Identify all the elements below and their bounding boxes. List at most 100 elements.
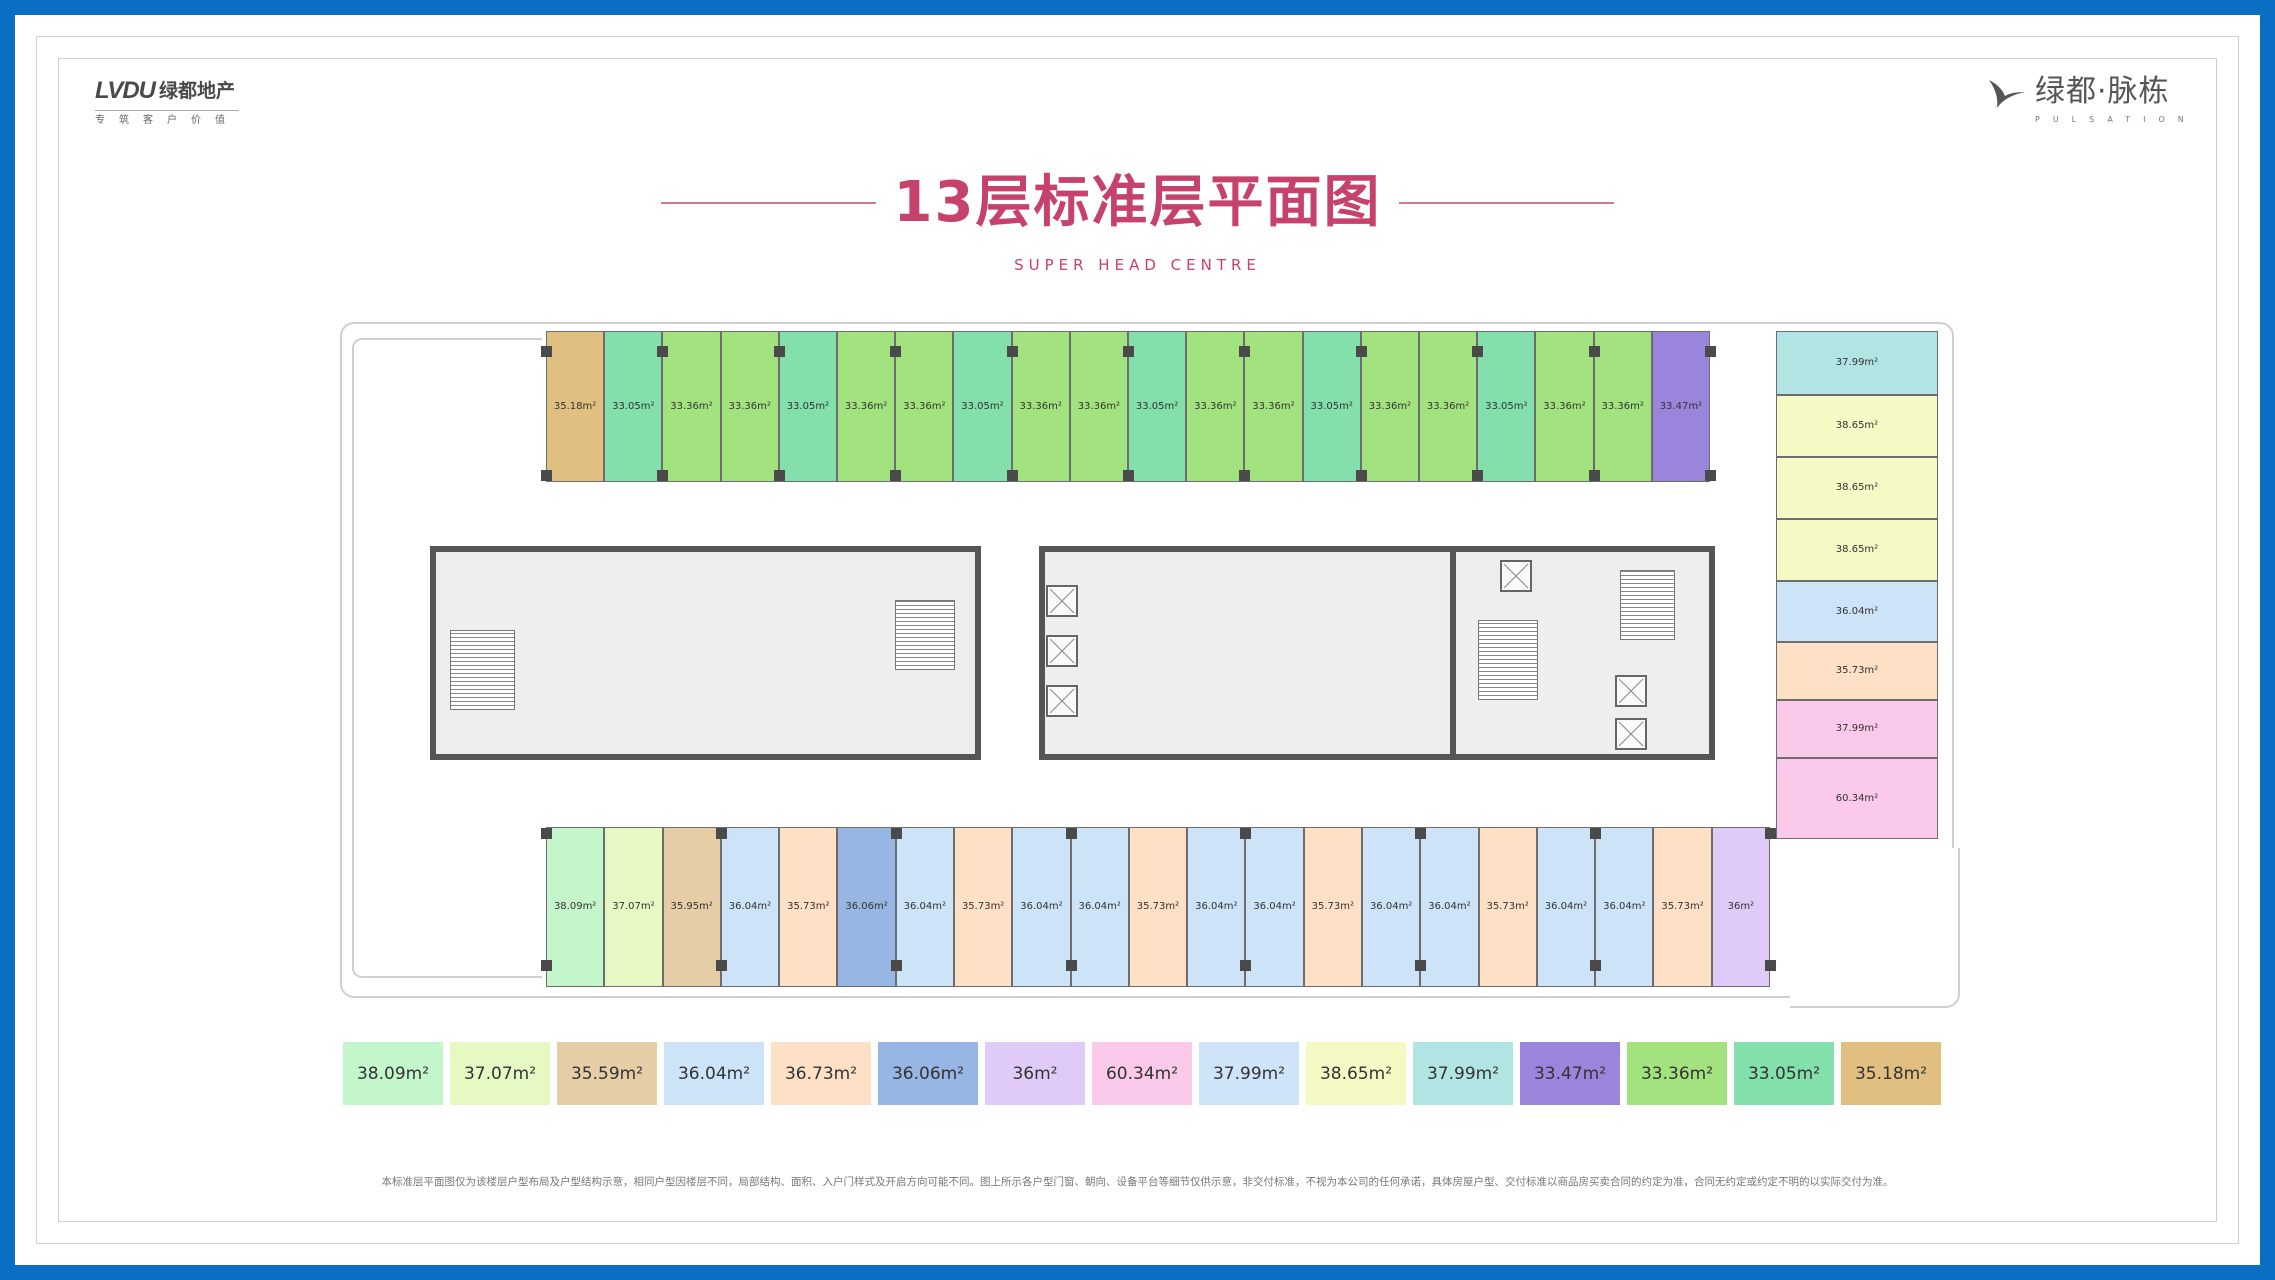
unit-area-label: 33.05m² — [786, 400, 830, 412]
unit-top-5: 33.05m² — [778, 331, 837, 482]
unit-area-label: 36.04m² — [1603, 901, 1646, 912]
unit-area-label: 38.65m² — [1835, 544, 1879, 555]
unit-top-15: 33.36m² — [1360, 331, 1419, 482]
unit-area-label: 36m² — [1727, 901, 1755, 912]
unit-top-19: 33.36m² — [1593, 331, 1652, 482]
legend-swatch: 37.99m² — [1199, 1042, 1299, 1105]
unit-bottom-6: 36.06m² — [837, 827, 896, 987]
structural-column — [1472, 470, 1484, 481]
structural-column — [1765, 960, 1776, 971]
legend-swatch: 36.73m² — [771, 1042, 871, 1105]
title-rule-right — [1399, 202, 1615, 204]
legend-swatch: 35.59m² — [557, 1042, 657, 1105]
unit-top-14: 33.05m² — [1302, 331, 1361, 482]
unit-area-label: 35.73m² — [1661, 901, 1704, 912]
page-subtitle: SUPER HEAD CENTRE — [1014, 256, 1261, 274]
structural-column — [657, 470, 669, 481]
unit-top-9: 33.36m² — [1011, 331, 1070, 482]
unit-area-label: 37.07m² — [612, 901, 655, 912]
structural-column — [657, 346, 669, 357]
structural-column — [715, 960, 727, 971]
outline-notch — [1790, 848, 1960, 1008]
unit-bottom-10: 36.04m² — [1070, 827, 1129, 987]
structural-column — [1239, 346, 1251, 357]
unit-area-label: 33.36m² — [1019, 400, 1062, 412]
elevator-2 — [1046, 635, 1078, 667]
structural-column — [1590, 828, 1602, 839]
unit-area-label: 36.04m² — [728, 901, 772, 912]
project-name: 绿都·脉栋 — [2035, 74, 2170, 109]
structural-column — [1006, 470, 1018, 481]
core-block-east — [1039, 546, 1715, 760]
unit-top-20: 33.47m² — [1651, 331, 1710, 482]
structural-column — [715, 828, 727, 839]
structural-column — [1590, 960, 1602, 971]
unit-top-16: 33.36m² — [1419, 331, 1478, 482]
elevator-3 — [1046, 685, 1078, 717]
unit-bottom-1: 38.09m² — [546, 827, 605, 987]
legend-swatch: 38.65m² — [1306, 1042, 1406, 1105]
outer-frame — [36, 36, 2239, 1244]
legend-swatch: 35.18m² — [1841, 1042, 1941, 1105]
structural-column — [890, 960, 902, 971]
legend-swatch: 60.34m² — [1092, 1042, 1192, 1105]
unit-area-label: 33.36m² — [728, 400, 771, 412]
structural-column — [1765, 828, 1776, 839]
structural-column — [1588, 470, 1600, 481]
structural-column — [541, 960, 552, 971]
legend-swatch: 33.47m² — [1520, 1042, 1620, 1105]
unit-area-label: 36.04m² — [1253, 901, 1296, 912]
legend-swatch: 33.05m² — [1734, 1042, 1834, 1105]
unit-top-18: 33.36m² — [1535, 331, 1594, 482]
structural-column — [1123, 346, 1134, 357]
unit-area-label: 37.99m² — [1835, 357, 1879, 368]
unit-bottom-11: 35.73m² — [1128, 827, 1188, 987]
unit-area-label: 33.05m² — [1310, 400, 1353, 412]
unit-area-label: 36.04m² — [903, 901, 947, 912]
legend-swatch: 37.99m² — [1413, 1042, 1513, 1105]
unit-area-label: 33.36m² — [903, 400, 946, 412]
unit-top-7: 33.36m² — [895, 331, 954, 482]
unit-bottom-17: 35.73m² — [1478, 827, 1537, 987]
unit-area-label: 35.73m² — [1136, 901, 1180, 912]
structural-column — [773, 470, 785, 481]
unit-bottom-4: 36.04m² — [720, 827, 780, 987]
unit-area-label: 33.36m² — [1368, 400, 1412, 412]
elevator-4 — [1500, 560, 1532, 592]
unit-bottom-7: 36.04m² — [895, 827, 954, 987]
unit-bottom-18: 36.04m² — [1536, 827, 1596, 987]
unit-area-label: 33.05m² — [961, 400, 1004, 412]
unit-bottom-19: 36.04m² — [1595, 827, 1654, 987]
legend-swatch: 36.04m² — [664, 1042, 764, 1105]
unit-area-label: 33.36m² — [1077, 400, 1121, 412]
unit-bottom-3: 35.95m² — [662, 827, 721, 987]
core-block-west — [430, 546, 981, 760]
unit-bottom-20: 35.73m² — [1653, 827, 1712, 987]
unit-area-label: 36.06m² — [845, 901, 888, 912]
unit-area-label: 33.47m² — [1659, 400, 1703, 412]
structural-column — [1123, 470, 1134, 481]
unit-area-label: 33.05m² — [612, 400, 655, 412]
unit-area-label: 33.36m² — [1194, 400, 1237, 412]
structural-column — [1472, 346, 1484, 357]
staircase-east — [1478, 620, 1538, 700]
unit-top-1: 35.18m² — [546, 331, 605, 482]
structural-column — [541, 828, 552, 839]
unit-area-label: 35.73m² — [787, 901, 830, 912]
unit-area-label: 60.34m² — [1835, 792, 1879, 804]
unit-top-17: 33.05m² — [1477, 331, 1536, 482]
structural-column — [1705, 470, 1716, 481]
unit-area-label: 35.73m² — [1486, 901, 1529, 912]
unit-area-label: 36.04m² — [1369, 901, 1413, 912]
structural-column — [1355, 346, 1367, 357]
unit-east-6: 35.73m² — [1776, 642, 1938, 700]
unit-area-label: 36.04m² — [1544, 901, 1588, 912]
unit-top-11: 33.05m² — [1128, 331, 1187, 482]
unit-east-8: 60.34m² — [1776, 758, 1938, 839]
legend-swatch: 36.06m² — [878, 1042, 978, 1105]
unit-top-10: 33.36m² — [1069, 331, 1128, 482]
structural-column — [1355, 470, 1367, 481]
unit-area-label: 36.04m² — [1428, 901, 1471, 912]
unit-top-2: 33.05m² — [604, 331, 663, 482]
